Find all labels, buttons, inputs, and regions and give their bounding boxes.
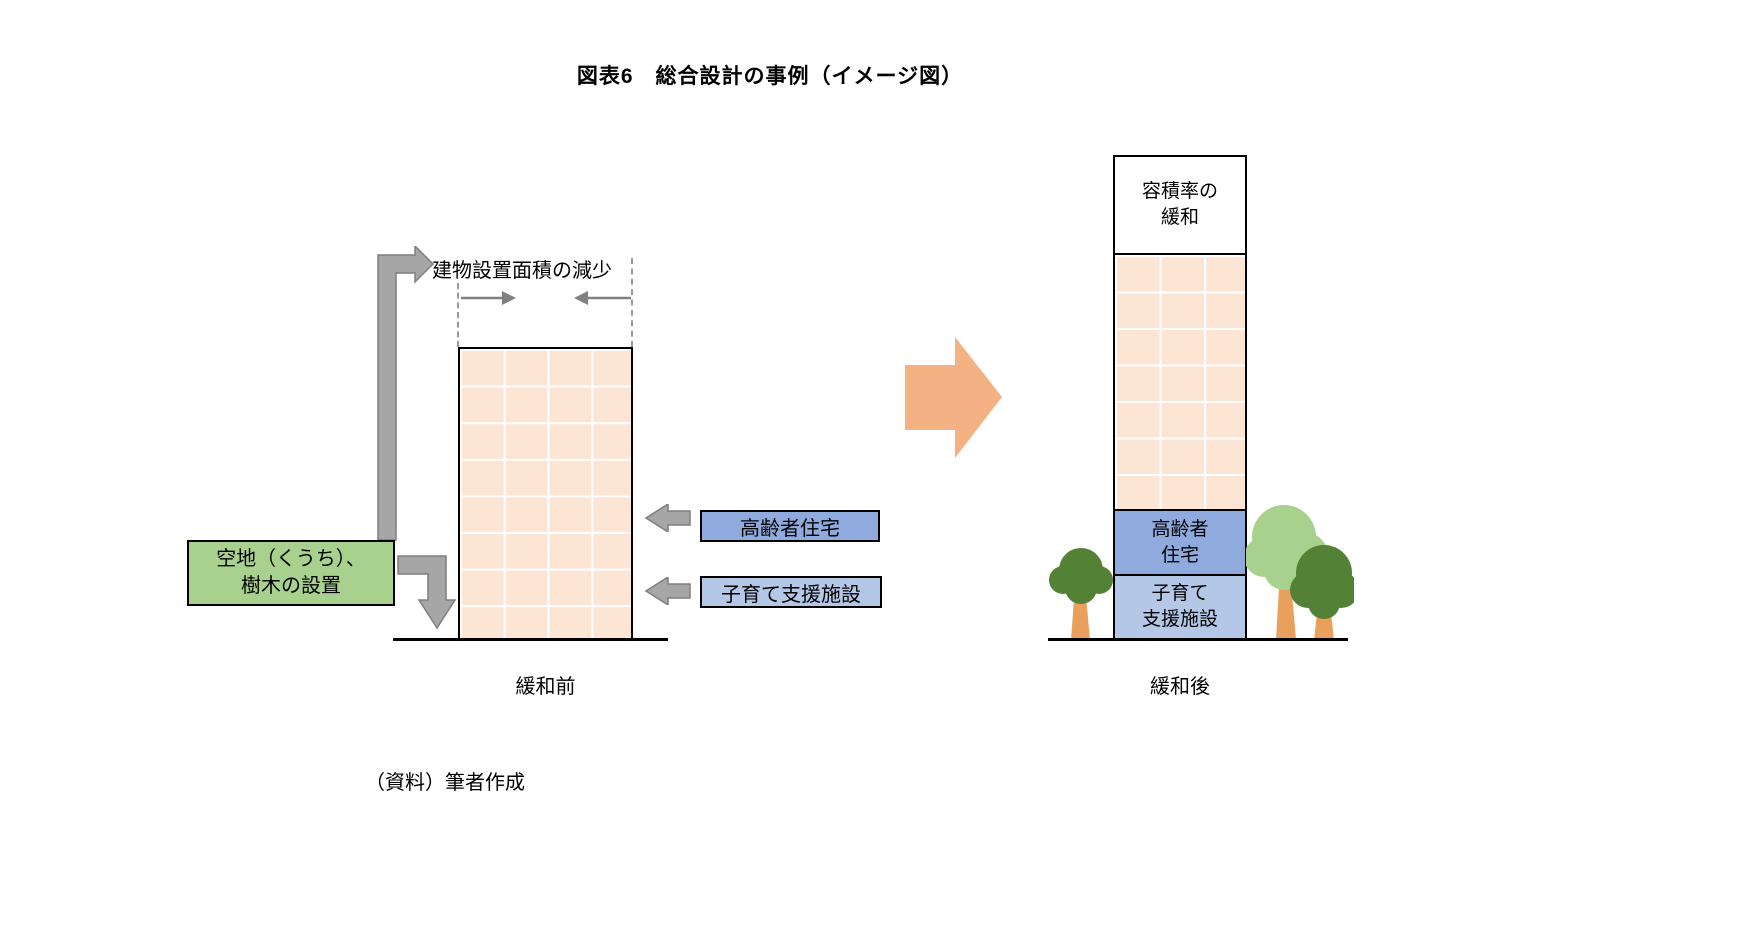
building-before xyxy=(458,347,633,640)
inward-arrow-right-icon xyxy=(461,291,516,305)
elderly-housing-label: 高齢者住宅 xyxy=(700,510,880,542)
childcare-section-line1: 子育て xyxy=(1151,583,1209,605)
ground-line-after xyxy=(1048,638,1348,641)
tree-left-icon xyxy=(1049,548,1113,640)
bent-up-arrow-icon xyxy=(377,246,435,541)
open-space-box: 空地（くうち）、 樹木の設置 xyxy=(187,540,395,606)
elderly-housing-section: 高齢者 住宅 xyxy=(1115,511,1245,574)
transform-arrow-icon xyxy=(905,337,1002,458)
residential-section xyxy=(1115,253,1245,511)
left-arrow-childcare-icon xyxy=(644,577,691,605)
after-caption: 緩和後 xyxy=(1150,676,1210,698)
inward-arrow-left-icon xyxy=(574,291,631,305)
childcare-section-line2: 支援施設 xyxy=(1141,609,1218,630)
elderly-section-line2: 住宅 xyxy=(1160,544,1199,566)
far-relaxation-line2: 緩和 xyxy=(1160,207,1199,228)
footprint-reduction-label: 建物設置面積の減少 xyxy=(432,260,612,282)
figure-title: 図表6 総合設計の事例（イメージ図） xyxy=(576,65,964,88)
open-space-line1: 空地（くうち）、 xyxy=(216,548,366,570)
before-caption: 緩和前 xyxy=(515,676,576,698)
ground-line-before xyxy=(393,638,668,641)
building-after: 容積率の 緩和 高齢者 住宅 子育て 支援施設 xyxy=(1113,155,1247,640)
far-relaxation-section: 容積率の 緩和 xyxy=(1115,157,1245,253)
childcare-facility-label: 子育て支援施設 xyxy=(700,576,882,608)
far-relaxation-line1: 容積率の xyxy=(1141,181,1218,203)
open-space-line2: 樹木の設置 xyxy=(241,575,341,597)
elderly-section-line1: 高齢者 xyxy=(1151,518,1209,540)
source-note: （資料）筆者作成 xyxy=(365,772,525,794)
dashed-guide-right xyxy=(631,258,633,347)
trees-right-icon xyxy=(1246,505,1354,640)
bent-down-arrow-icon xyxy=(397,555,457,630)
left-arrow-elderly-icon xyxy=(644,504,691,532)
childcare-facility-section: 子育て 支援施設 xyxy=(1115,574,1245,638)
dashed-guide-left xyxy=(457,283,459,347)
